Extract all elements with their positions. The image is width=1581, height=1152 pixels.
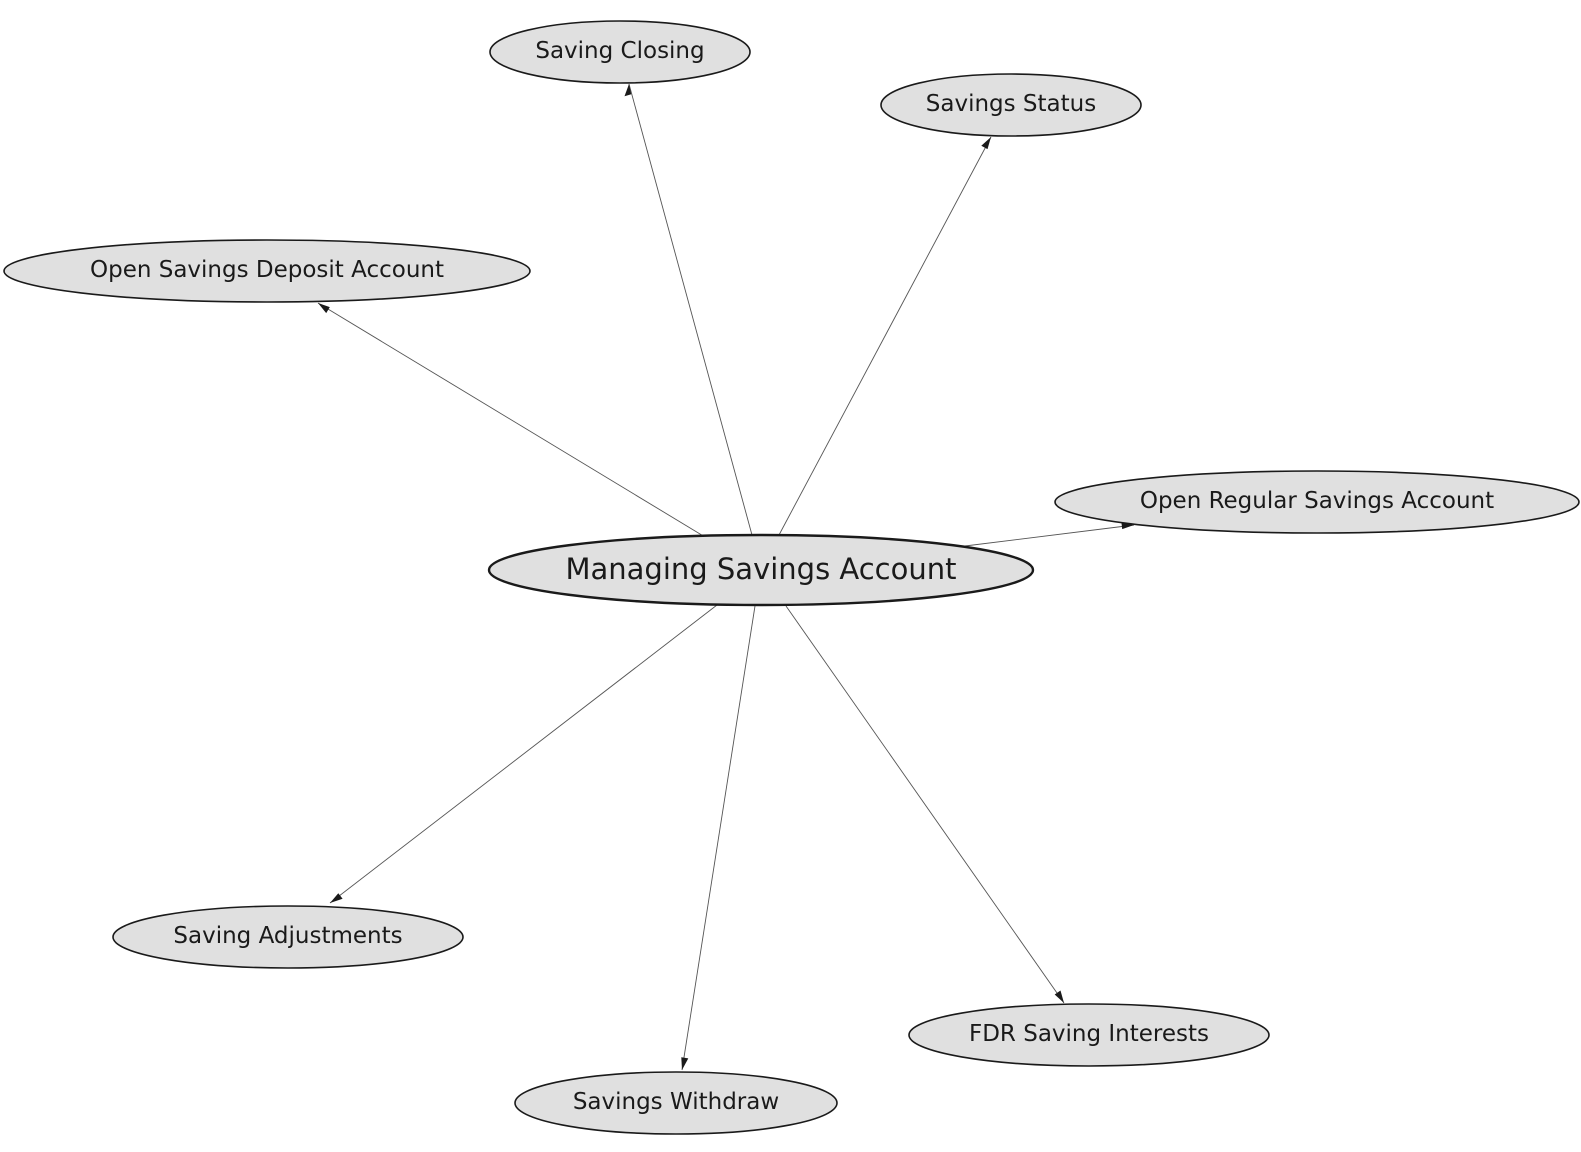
node-fdr-saving-interests[interactable]: FDR Saving Interests xyxy=(908,1003,1270,1067)
edges xyxy=(317,83,1135,1071)
node-label: Saving Adjustments xyxy=(173,923,402,949)
arrowhead-icon xyxy=(1054,990,1064,1003)
node-open-savings-deposit-account[interactable]: Open Savings Deposit Account xyxy=(3,239,531,303)
edge-to-saving-adjustments xyxy=(329,604,718,904)
node-open-regular-savings-account[interactable]: Open Regular Savings Account xyxy=(1054,470,1580,534)
arrowhead-icon xyxy=(624,84,632,97)
arrowhead-icon xyxy=(318,303,330,314)
arrowhead-icon xyxy=(330,893,343,903)
node-saving-closing[interactable]: Saving Closing xyxy=(489,20,751,84)
arrowhead-icon xyxy=(681,1057,689,1070)
node-label: Savings Status xyxy=(926,91,1096,117)
arrowhead-icon xyxy=(981,137,991,150)
node-label: Saving Closing xyxy=(535,38,704,64)
edge-to-savings-status xyxy=(778,136,992,536)
node-savings-status[interactable]: Savings Status xyxy=(880,73,1142,137)
node-label: FDR Saving Interests xyxy=(969,1021,1209,1047)
arrowhead-icon xyxy=(1121,522,1134,530)
edge-to-fdr-saving-interests xyxy=(785,605,1065,1004)
node-managing-savings-account[interactable]: Managing Savings Account xyxy=(487,533,1035,607)
node-savings-withdraw[interactable]: Savings Withdraw xyxy=(514,1071,838,1135)
edge-to-open-regular-savings-account xyxy=(964,522,1135,547)
node-label: Savings Withdraw xyxy=(573,1089,779,1115)
node-label: Open Savings Deposit Account xyxy=(90,257,444,283)
nodes: Saving Closing Savings Status Open Savin… xyxy=(3,20,1580,1135)
edge-to-open-savings-deposit-account xyxy=(317,302,706,538)
edge-to-saving-closing xyxy=(624,83,753,536)
edge-to-savings-withdraw xyxy=(681,605,756,1071)
node-label: Managing Savings Account xyxy=(565,552,956,586)
node-saving-adjustments[interactable]: Saving Adjustments xyxy=(112,905,464,969)
node-label: Open Regular Savings Account xyxy=(1140,488,1494,514)
